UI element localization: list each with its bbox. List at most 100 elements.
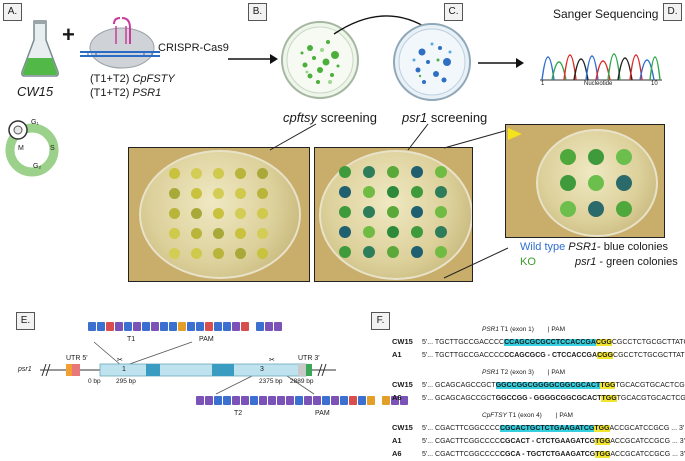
seq-prefix: 5'... TGCTTGCCGACCCC (422, 352, 505, 359)
nucleotide-block (259, 396, 267, 405)
target-psr1: (T1+T2) PSR1 (90, 87, 162, 99)
colony (169, 168, 180, 179)
nucleotide-block (382, 396, 390, 405)
panel-label-e: E. (16, 312, 35, 330)
sample-name: CW15 (392, 380, 413, 389)
strain-label: CW15 (17, 84, 54, 99)
svg-text:✂: ✂ (269, 356, 275, 364)
panel-label-c: C. (444, 3, 463, 21)
utr3-label: UTR 3' (298, 355, 320, 362)
alignment-header: PSR1 T2 (exon 3)| PAM (482, 369, 565, 376)
colony (191, 248, 202, 259)
header-gene: PSR1 (482, 369, 499, 376)
nucleotide-block (169, 322, 177, 331)
nucleotide-block (313, 396, 321, 405)
colony (435, 206, 447, 218)
axis-label-nucleotide: Nucleotide (584, 81, 613, 87)
seq-target: CGCACTGCTCTGAAGATCG (499, 425, 595, 432)
seq-target: CGCA - TGCTCTGAAGATCG (499, 451, 596, 458)
colony (435, 226, 447, 238)
seq-suffix: TGCACGTGCACTCGC ... 3' (615, 382, 685, 389)
seq-target: GGCCGGCGGGGCGGCGCACT (495, 382, 601, 389)
nucleotide-block (268, 396, 276, 405)
cycle-m: M (18, 145, 24, 152)
axis-tick-start: 1 (541, 81, 545, 87)
nucleotide-block (241, 396, 249, 405)
nucleotide-block (265, 322, 273, 331)
colony (213, 228, 224, 239)
gene-model: ✂ ✂ (40, 341, 336, 395)
colony (169, 248, 180, 259)
seq-pam: TGG (601, 395, 617, 402)
nucleotide-block (205, 322, 213, 331)
nucleotide-block (391, 396, 399, 405)
nucleotide-block (241, 322, 249, 331)
sample-name: CW15 (392, 423, 413, 432)
seq-target: GGCCGG - GGGGCGGCGCACT (495, 395, 602, 402)
seq-target: CGCACT - CTCTGAAGATCG (499, 438, 596, 445)
nucleotide-block (274, 322, 282, 331)
plus-sign: + (62, 22, 75, 47)
nucleotide-block (133, 322, 141, 331)
colony (169, 228, 180, 239)
seq-pam: CGG (595, 339, 612, 346)
nucleotide-block (340, 396, 348, 405)
pos-0bp: 0 bp (88, 378, 101, 385)
target-cpfsty: (T1+T2) CpFSTY (90, 73, 175, 85)
colony (191, 188, 202, 199)
colony (387, 186, 399, 198)
panel-label-d: D. (663, 3, 682, 21)
nucleotide-block (178, 322, 186, 331)
header-target: T1 (exon 1) (498, 326, 534, 333)
t2-label: T2 (234, 410, 243, 417)
colony (411, 226, 423, 238)
seq-pam: CGG (597, 352, 614, 359)
colony (387, 226, 399, 238)
colony (411, 166, 423, 178)
connector-line-b (269, 123, 317, 151)
pam-label-top: PAM (199, 336, 214, 343)
nucleotide-block (358, 396, 366, 405)
nucleotide-block (400, 396, 408, 405)
colony (387, 246, 399, 258)
colony (169, 188, 180, 199)
nucleotide-block (124, 322, 132, 331)
colony (616, 201, 632, 217)
seq-suffix: ACCGCATCCGCG ... 3' (610, 451, 685, 458)
pos-295bp: 295 bp (116, 378, 136, 385)
colony (560, 201, 576, 217)
colony (257, 248, 268, 259)
colony (363, 226, 375, 238)
nucleotide-block (196, 322, 204, 331)
colony (213, 188, 224, 199)
cas9-label: CRISPR-Cas9 (158, 42, 229, 54)
seq-pam: TGG (600, 382, 616, 389)
header-gene: PSR1 (482, 326, 499, 333)
nucleotide-block (97, 322, 105, 331)
nucleotide-block (277, 396, 285, 405)
t1-label: T1 (127, 336, 136, 343)
seq-target: CCAGCGCGCCTCCACCGA (504, 339, 596, 346)
cas9-complex-icon (80, 17, 160, 69)
seq-prefix: 5'... CGACTTCGGCCCC (422, 425, 500, 432)
seq-pam: TGG (595, 438, 611, 445)
nucleotide-block (322, 396, 330, 405)
cell-cycle-icon (5, 120, 59, 177)
colony (616, 175, 632, 191)
exon3-label: 3 (260, 366, 264, 373)
colony (339, 246, 351, 258)
colony (363, 186, 375, 198)
nucleotide-block (151, 322, 159, 331)
colony (560, 175, 576, 191)
blue-plate-icon (393, 23, 471, 101)
nucleotide-block (232, 322, 240, 331)
panel-label-a: A. (3, 3, 22, 21)
arrow-a-to-b (228, 54, 278, 64)
nucleotide-block (367, 396, 375, 405)
connector-line-c (407, 123, 429, 151)
